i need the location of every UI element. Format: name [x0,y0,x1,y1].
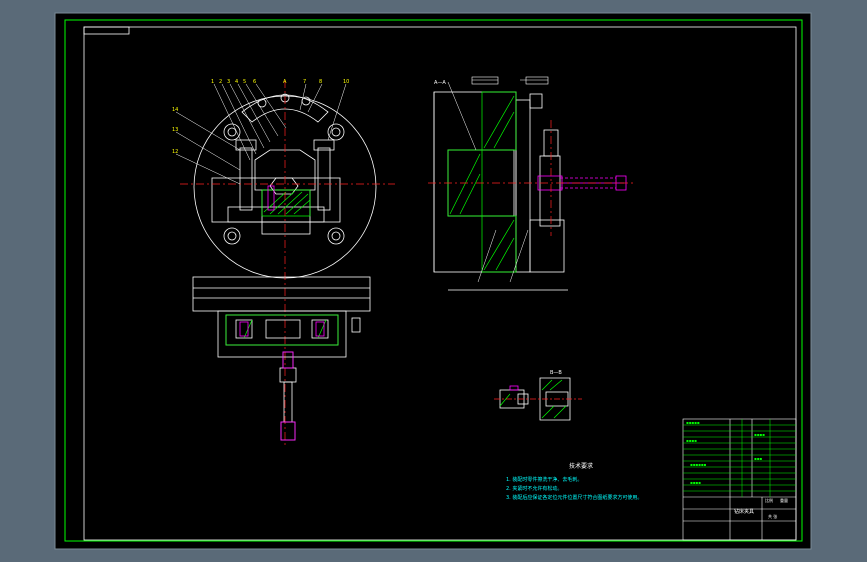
svg-text:▪▪▪▪▪: ▪▪▪▪▪ [686,420,700,425]
weight-label: 重量 [780,498,788,503]
drill-plate-arc [241,94,329,123]
section-label-top: A—A [434,80,446,86]
section-hatch [447,91,517,273]
outer-border [64,19,803,542]
inner-border [83,26,797,541]
svg-text:13: 13 [172,127,178,133]
note-item: 3. 装配后应保证各定位元件位置尺寸符合图纸要求方可使用。 [506,495,643,501]
svg-text:4: 4 [235,79,238,85]
note-item: 2. 夹紧时不允许有松动。 [506,486,563,492]
title-block-text: ▪▪▪▪▪▪▪▪▪ ▪▪▪▪▪▪▪▪▪▪ ▪▪▪▪▪▪▪ [686,420,765,485]
drawing-sheet [54,12,812,550]
notes-heading: 技术要求 [568,463,593,470]
side-leaders [447,79,548,283]
side-section-view [433,91,568,291]
base-highlight [239,321,325,441]
detail-highlight [509,385,519,391]
detail-hatch [499,379,567,419]
svg-text:10: 10 [343,79,349,85]
svg-text:▪▪▪▪: ▪▪▪▪ [690,480,701,485]
drawing-name: 钻床夹具 [734,509,755,515]
leader-lines [175,83,347,185]
svg-text:7: 7 [303,79,306,85]
svg-text:12: 12 [172,149,178,155]
svg-text:5: 5 [243,79,246,85]
centerlines-front [180,80,395,448]
svg-text:3: 3 [227,79,230,85]
title-block [682,418,797,541]
note-item: 1. 装配时零件擦洗干净、去毛刺。 [506,477,583,483]
section-label-detail: B—B [550,370,562,376]
svg-text:▪▪▪: ▪▪▪ [754,456,762,461]
svg-text:8: 8 [319,79,322,85]
svg-text:▪▪▪▪: ▪▪▪▪ [754,432,765,437]
title-block-rows [683,419,796,497]
svg-text:6: 6 [253,79,256,85]
tolerance-frames [471,76,549,85]
detail-part [539,377,571,421]
scale-label: 比例 [765,498,773,503]
base-block [217,310,347,358]
svg-text:A: A [283,79,287,85]
highlight-parts [267,185,275,211]
sheet-label: 共 张 [768,514,778,519]
svg-text:▪▪▪▪▪▪: ▪▪▪▪▪▪ [690,462,707,467]
svg-text:14: 14 [172,107,178,113]
corner-code-box [83,26,130,35]
svg-text:2: 2 [219,79,222,85]
svg-text:1: 1 [211,79,214,85]
technical-notes: 技术要求 1. 装配时零件擦洗干净、去毛刺。 2. 夹紧时不允许有松动。 3. … [506,462,676,503]
centerlines-side [428,120,634,236]
svg-text:▪▪▪▪: ▪▪▪▪ [686,438,697,443]
